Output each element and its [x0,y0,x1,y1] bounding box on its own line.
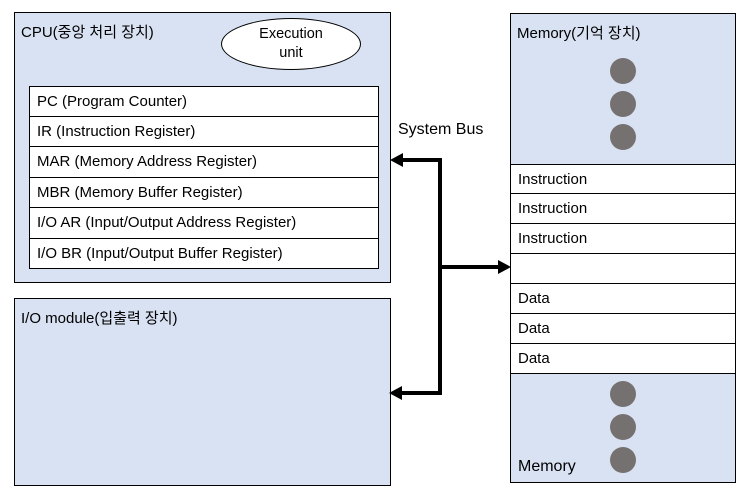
memory-box: Memory(기억 장치) Instruction Instruction In… [510,13,736,483]
memory-cell-data: Data [511,344,735,374]
io-module-title: I/O module(입출력 장치) [21,310,178,327]
dot-icon [610,381,636,407]
memory-cell-instruction: Instruction [511,194,735,224]
register-row-mbr: MBR (Memory Buffer Register) [29,177,379,208]
memory-cell-empty [511,254,735,284]
register-row-mar: MAR (Memory Address Register) [29,147,379,178]
memory-cell-instruction: Instruction [511,164,735,194]
dot-icon [610,58,636,84]
dot-icon [610,447,636,473]
register-row-ir: IR (Instruction Register) [29,116,379,147]
memory-cell-data: Data [511,284,735,314]
register-row-io-ar: I/O AR (Input/Output Address Register) [29,208,379,239]
register-table: PC (Program Counter) IR (Instruction Reg… [29,86,379,269]
io-module-box: I/O module(입출력 장치) [14,298,391,486]
dot-icon [610,124,636,150]
dot-icon [610,91,636,117]
ellipsis-dots-top-icon [610,58,636,150]
cpu-box: CPU(중앙 처리 장치) Execution unit PC (Program… [14,12,391,283]
arrowhead-to-cpu-icon [390,153,403,167]
cpu-title: CPU(중앙 처리 장치) [21,24,154,41]
bus-line [398,158,442,395]
memory-title: Memory(기억 장치) [517,25,641,42]
execution-unit-label-line2: unit [279,45,303,61]
memory-cells: Instruction Instruction Instruction Data… [511,164,735,374]
register-row-pc: PC (Program Counter) [29,86,379,117]
memory-cell-instruction: Instruction [511,224,735,254]
system-bus-label: System Bus [398,121,484,138]
memory-bottom-label: Memory [518,458,576,475]
register-row-io-br: I/O BR (Input/Output Buffer Register) [29,238,379,269]
memory-cell-data: Data [511,314,735,344]
execution-unit-label-line1: Execution [259,26,323,43]
ellipsis-dots-bottom-icon [610,381,636,473]
execution-unit-ellipse: Execution unit [221,18,361,70]
dot-icon [610,414,636,440]
